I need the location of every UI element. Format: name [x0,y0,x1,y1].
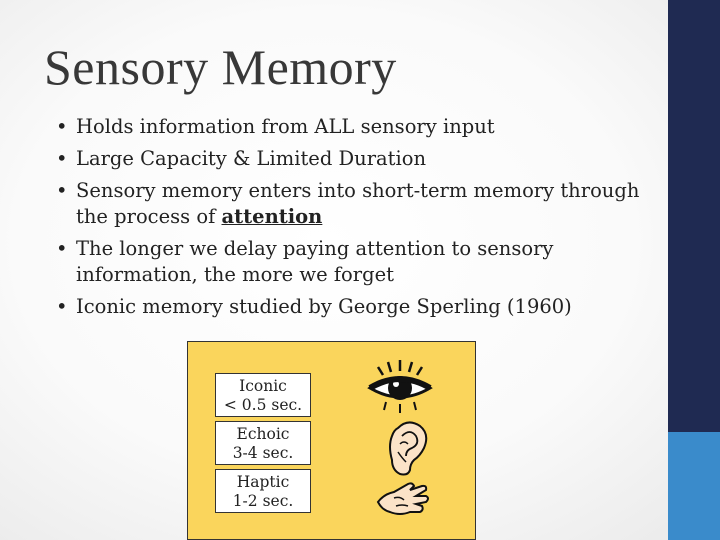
echoic-duration: 3-4 sec. [232,444,294,462]
ear-icon [389,421,428,476]
attention-keyword: attention [221,205,323,228]
bullet-item: • Sensory memory enters into short-term … [56,178,656,230]
haptic-duration: 1-2 sec. [232,492,294,510]
iconic-name: Iconic [239,377,287,395]
slide-title: Sensory Memory [44,39,397,95]
bullet-item: • Large Capacity & Limited Duration [56,146,656,172]
bullet-text: Large Capacity & Limited Duration [76,147,427,170]
bullet-text: The longer we delay paying attention to … [76,237,554,286]
bullet-item: • Iconic memory studied by George Sperli… [56,294,656,320]
sensory-memory-figure: Iconic < 0.5 sec. Echoic 3-4 sec. Haptic… [187,341,476,540]
hand-icon [376,482,429,515]
bullet-item: • The longer we delay paying attention t… [56,236,656,288]
bullet-dot: • [56,295,68,318]
bullet-dot: • [56,115,68,138]
bullet-dot: • [56,237,68,260]
bullet-text: Holds information from ALL sensory input [76,115,495,138]
haptic-name: Haptic [236,473,290,491]
iconic-duration: < 0.5 sec. [223,396,303,414]
bullet-dot: • [56,147,68,170]
bullet-list: • Holds information from ALL sensory inp… [56,114,656,326]
bullet-text: Iconic memory studied by George Sperling… [76,295,572,318]
eye-icon [367,360,433,413]
bullet-dot: • [56,179,68,202]
echoic-label-box: Echoic 3-4 sec. [215,421,311,465]
bullet-item: • Holds information from ALL sensory inp… [56,114,656,140]
iconic-label-box: Iconic < 0.5 sec. [215,373,311,417]
echoic-name: Echoic [236,425,290,443]
bullet-text: Sensory memory enters into short-term me… [76,179,640,228]
sidebar-accent-bar [668,432,720,540]
haptic-label-box: Haptic 1-2 sec. [215,469,311,513]
